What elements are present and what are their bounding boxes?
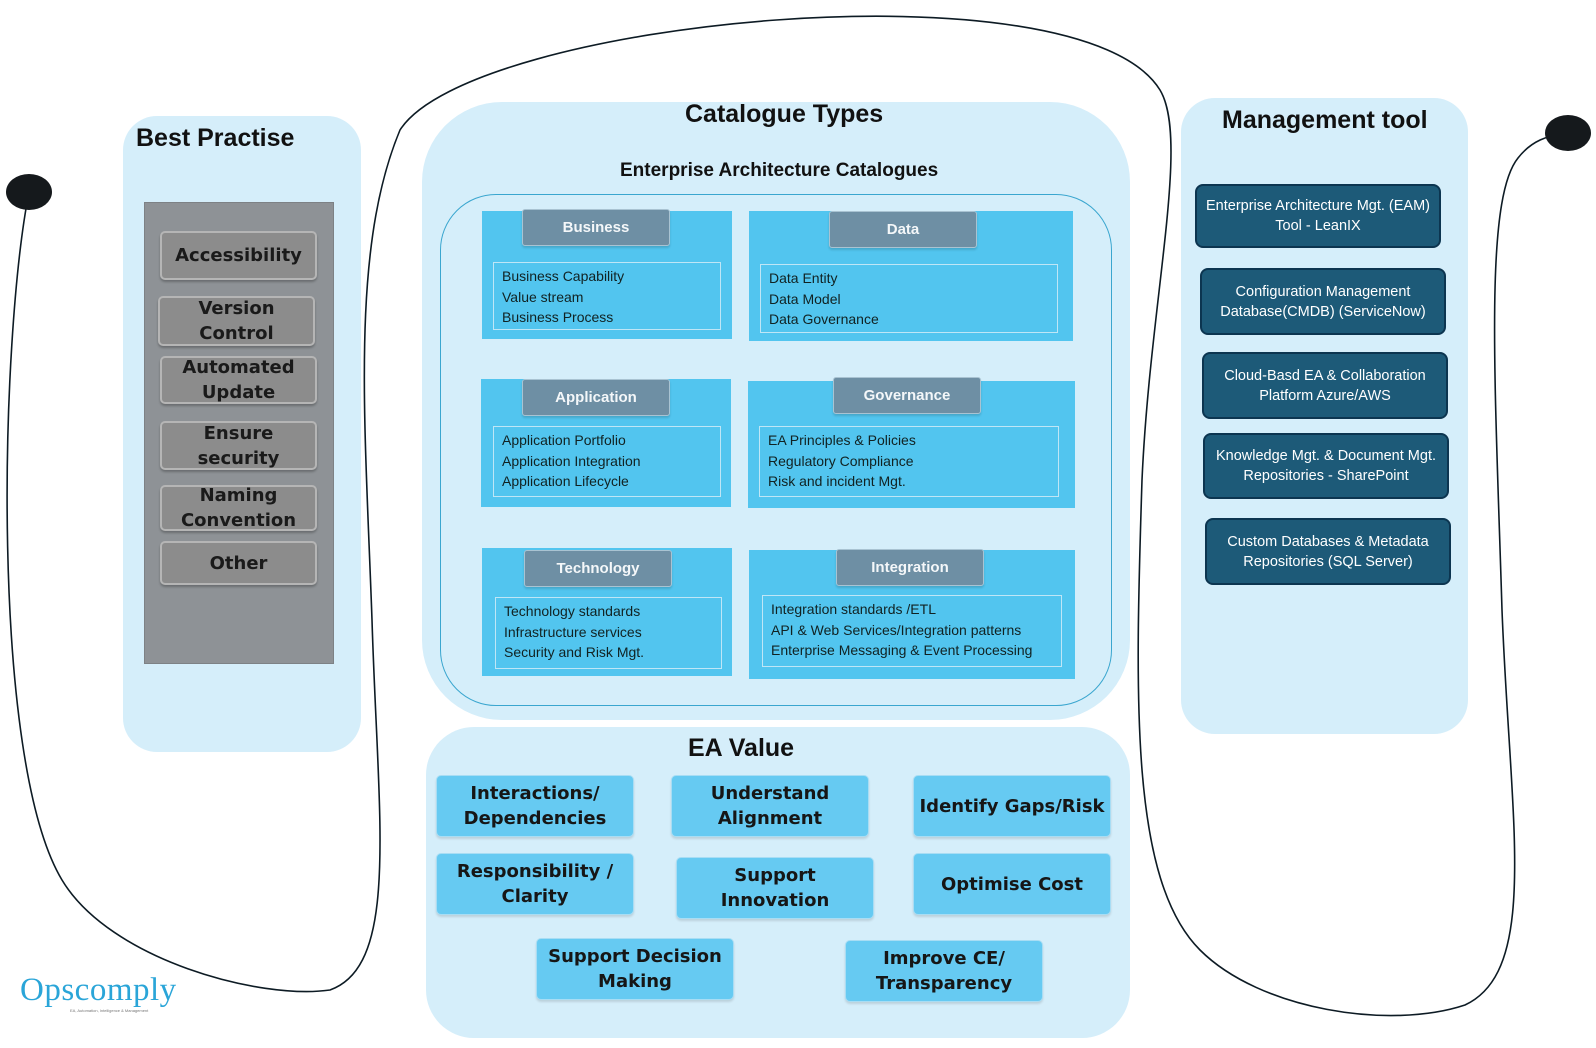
catalogue-item: Security and Risk Mgt. — [504, 644, 645, 660]
catalogue-tab-integration[interactable]: Integration — [836, 549, 984, 586]
best-practise-accessibility[interactable]: Accessibility — [160, 231, 317, 280]
catalogue-item: Integration standards /ETL — [771, 601, 936, 617]
management-tool-title: Management tool — [1222, 106, 1428, 134]
left-connector-curve — [6, 15, 1566, 1017]
value-understand-alignment[interactable]: Understand Alignment — [671, 775, 869, 837]
tool-eam-leanix[interactable]: Enterprise Architecture Mgt. (EAM) Tool … — [1195, 184, 1441, 248]
catalogue-item: Risk and incident Mgt. — [768, 473, 906, 489]
catalogue-tab-technology[interactable]: Technology — [524, 550, 672, 587]
best-practise-naming-convention[interactable]: Naming Convention — [160, 485, 317, 531]
best-practise-automated-update[interactable]: Automated Update — [160, 356, 317, 404]
logo-wordmark: Opscomply — [20, 972, 177, 1008]
catalogue-item: Data Entity — [769, 270, 838, 286]
tool-custom-databases[interactable]: Custom Databases & Metadata Repositories… — [1205, 518, 1451, 585]
value-improve-ce-transparency[interactable]: Improve CE/ Transparency — [845, 940, 1043, 1002]
catalogue-item: Regulatory Compliance — [768, 452, 914, 469]
catalogue-items-application: Application Portfolio Application Integr… — [493, 426, 721, 497]
catalogue-item: Application Integration — [502, 452, 641, 469]
catalogue-item: Value stream — [502, 288, 584, 305]
value-responsibility-clarity[interactable]: Responsibility / Clarity — [436, 853, 634, 915]
catalogue-tab-data[interactable]: Data — [829, 211, 977, 248]
catalogue-subtitle: Enterprise Architecture Catalogues — [620, 160, 939, 181]
value-interactions-dependencies[interactable]: Interactions/ Dependencies — [436, 775, 634, 837]
catalogue-item: Business Capability — [502, 268, 625, 284]
best-practise-other[interactable]: Other — [160, 541, 317, 585]
catalogue-tab-application[interactable]: Application — [522, 379, 670, 416]
catalogue-tab-governance[interactable]: Governance — [833, 377, 981, 414]
right-connector-dot — [1545, 115, 1591, 151]
catalogue-item: Data Model — [769, 290, 841, 307]
catalogue-item: Application Lifecycle — [502, 473, 629, 489]
catalogue-item: EA Principles & Policies — [768, 432, 916, 448]
ea-value-title: EA Value — [688, 734, 795, 762]
value-identify-gaps-risk[interactable]: Identify Gaps/Risk — [913, 775, 1111, 837]
catalogue-item: Enterprise Messaging & Event Processing — [771, 642, 1033, 658]
tool-cloud-ea-platform[interactable]: Cloud-Basd EA & Collaboration Platform A… — [1202, 352, 1448, 419]
value-optimise-cost[interactable]: Optimise Cost — [913, 853, 1111, 915]
value-support-innovation[interactable]: Support Innovation — [676, 857, 874, 919]
opscomply-logo: Opscomply EA, Automation, Intelligence &… — [20, 972, 200, 1022]
best-practise-ensure-security[interactable]: Ensure security — [160, 421, 317, 470]
catalogue-types-title: Catalogue Types — [685, 100, 884, 128]
catalogue-item: Application Portfolio — [502, 432, 626, 448]
catalogue-items-business: Business Capability Value stream Busines… — [493, 262, 721, 330]
best-practise-version-control[interactable]: Version Control — [158, 296, 315, 346]
catalogue-item: Technology standards — [504, 603, 641, 619]
catalogue-tab-business[interactable]: Business — [522, 209, 670, 246]
catalogue-items-technology: Technology standards Infrastructure serv… — [495, 597, 722, 669]
tool-knowledge-sharepoint[interactable]: Knowledge Mgt. & Document Mgt. Repositor… — [1203, 433, 1449, 499]
catalogue-items-data: Data Entity Data Model Data Governance — [760, 264, 1058, 333]
best-practise-title: Best Practise — [136, 124, 295, 152]
catalogue-items-governance: EA Principles & Policies Regulatory Comp… — [759, 426, 1059, 497]
tool-cmdb-servicenow[interactable]: Configuration Management Database(CMDB) … — [1200, 268, 1446, 335]
catalogue-item: Infrastructure services — [504, 623, 642, 640]
catalogue-inner-frame — [440, 194, 1112, 706]
value-support-decision-making[interactable]: Support Decision Making — [536, 938, 734, 1000]
logo-tagline: EA, Automation, Intelligence & Managemen… — [70, 1008, 149, 1013]
catalogue-item: Business Process — [502, 309, 614, 325]
catalogue-item: Data Governance — [769, 311, 879, 327]
catalogue-item: API & Web Services/Integration patterns — [771, 621, 1022, 638]
left-connector-dot — [6, 174, 52, 210]
catalogue-items-integration: Integration standards /ETL API & Web Ser… — [762, 595, 1062, 667]
